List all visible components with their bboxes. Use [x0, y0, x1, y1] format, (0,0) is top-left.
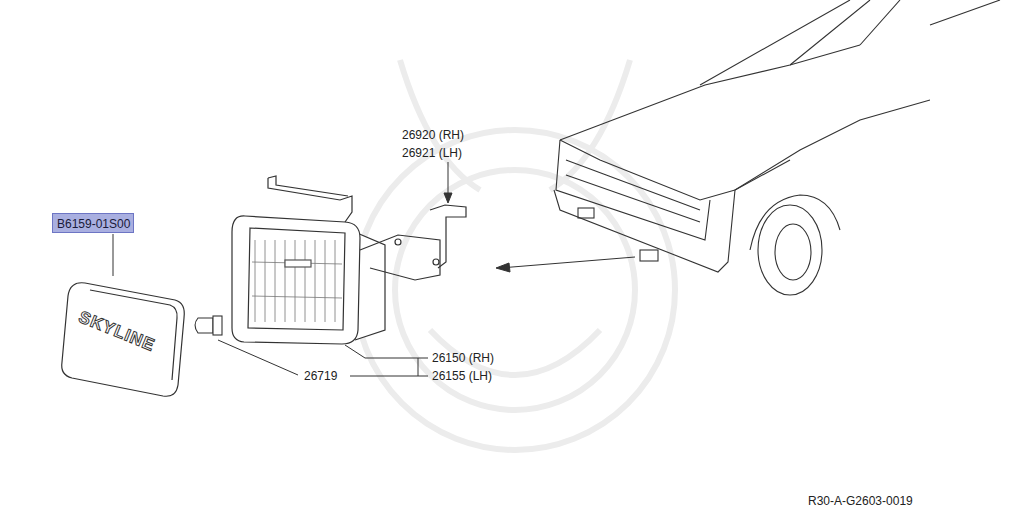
mount-bracket	[268, 176, 466, 280]
car-outline	[554, 160, 790, 272]
fog-lamp	[325, 240, 326, 322]
fog-lamp	[295, 240, 296, 322]
fog-lamp	[232, 216, 385, 344]
bulb	[195, 316, 222, 335]
watermark	[395, 170, 635, 410]
leader-lines	[113, 162, 635, 376]
callout-number: 26150 (RH)	[432, 351, 494, 365]
part-number: B6159-01S00	[57, 217, 129, 231]
callout-number: R30-A-G2603-0019	[808, 494, 913, 508]
watermark	[355, 60, 675, 450]
leader-lines	[418, 358, 428, 359]
fog-lamp	[335, 240, 336, 322]
leader-lines	[418, 376, 428, 377]
leader-lines	[418, 358, 419, 376]
bulb	[213, 316, 222, 335]
watermark	[355, 130, 675, 450]
car-outline	[560, 45, 860, 140]
leader-lines	[350, 376, 418, 377]
mount-bracket	[430, 205, 466, 268]
fog-lamp	[248, 228, 345, 330]
leader-lines	[444, 193, 452, 203]
car-outline	[640, 250, 658, 261]
lens-cover	[62, 283, 185, 397]
car-outline	[735, 100, 930, 190]
fog-lamp	[285, 260, 311, 267]
watermark	[430, 330, 600, 375]
fog-lamp	[265, 240, 266, 322]
highlighted-part-number: B6159-01S00	[52, 213, 134, 233]
fog-lamp	[252, 240, 342, 322]
car-outline	[750, 195, 840, 250]
leader-lines	[496, 263, 510, 272]
lens-cover	[62, 283, 185, 397]
mount-bracket	[395, 239, 401, 245]
car-outline	[775, 224, 811, 280]
mount-bracket	[433, 259, 439, 265]
leader-lines	[500, 257, 635, 268]
leader-lines	[113, 234, 114, 276]
mount-bracket	[360, 235, 440, 280]
car-outline	[578, 208, 594, 218]
fog-lamp	[252, 296, 342, 298]
mount-bracket	[268, 176, 348, 196]
fog-lamp	[275, 240, 276, 322]
leader-lines	[218, 340, 298, 375]
callout-number: 26921 (LH)	[402, 146, 462, 160]
leader-lines	[345, 345, 418, 358]
callout-number: 26719	[304, 369, 337, 383]
callout-number: 26155 (LH)	[432, 369, 492, 383]
bulb	[195, 318, 213, 333]
car-outline	[758, 205, 822, 295]
fog-lamp	[315, 240, 316, 322]
car-outline	[556, 140, 710, 240]
car-outline	[560, 140, 735, 200]
mount-bracket	[268, 178, 352, 222]
fog-lamp	[305, 240, 306, 322]
car-outline	[566, 160, 700, 222]
car-outline	[554, 0, 1000, 295]
fog-lamp	[232, 216, 360, 344]
fog-lamp	[255, 240, 256, 322]
callout-number: 26920 (RH)	[402, 128, 464, 142]
fog-lamp	[285, 240, 286, 322]
car-outline	[700, 0, 1000, 85]
